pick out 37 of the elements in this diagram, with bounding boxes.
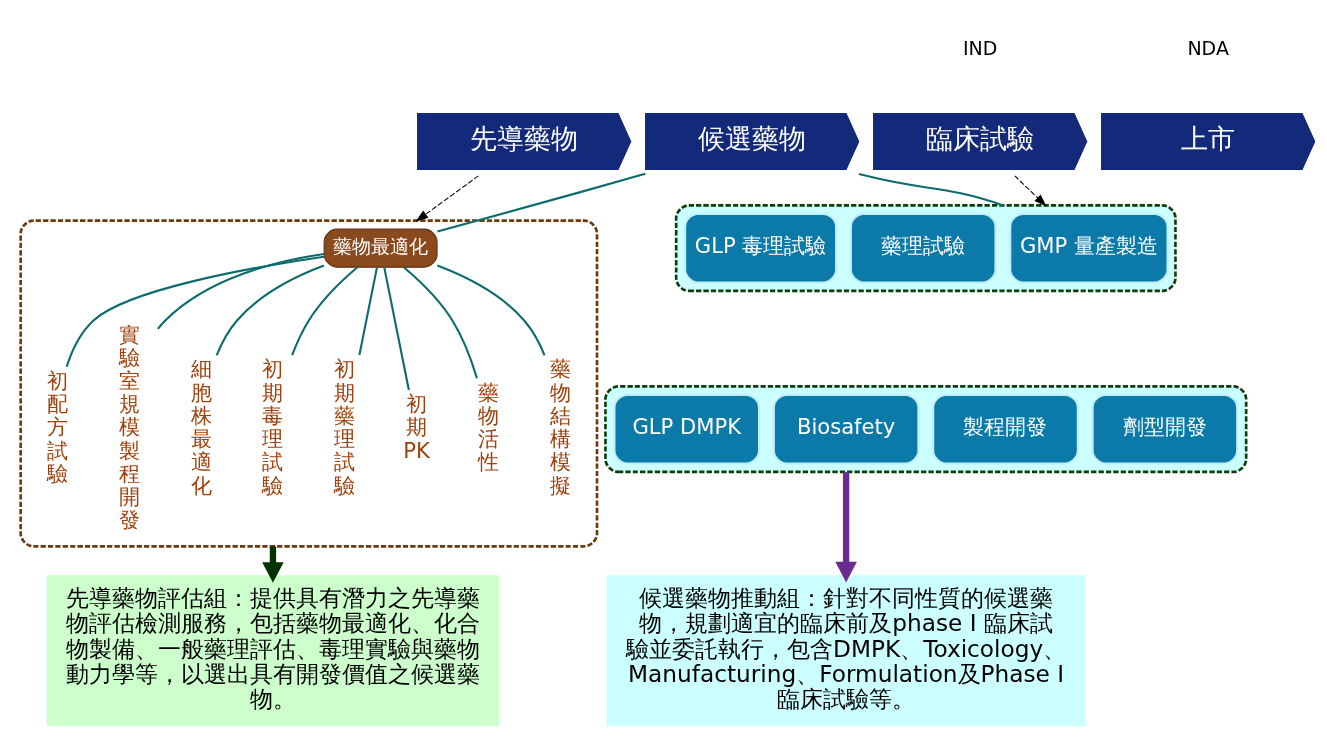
node-box: GLP 毒理試驗 xyxy=(684,212,838,283)
node-box: 候選藥物推動組：針對不同性質的候選藥物，規劃適宜的臨床前及phase I 臨床試驗並委託執行，包含DMPK、Toxicology、Manufacturing、Formulation及Phase I 臨床試驗等。 xyxy=(606,574,1086,726)
node-text: 初期毒理試驗 xyxy=(262,355,284,497)
cluster xyxy=(674,203,1177,292)
connector xyxy=(291,265,359,355)
connector xyxy=(403,265,478,379)
node-text: 初期藥理試驗 xyxy=(334,355,356,497)
node-box: GLP DMPK xyxy=(613,393,761,465)
arrow xyxy=(1014,174,1047,206)
connector xyxy=(65,255,325,367)
connector xyxy=(215,264,325,356)
cluster xyxy=(19,218,599,548)
arrow xyxy=(835,471,857,582)
connector xyxy=(157,252,324,330)
node-text: 藥物結構模擬 xyxy=(549,355,571,497)
connector xyxy=(437,172,646,233)
connector xyxy=(383,266,410,390)
node-box: Biosafety xyxy=(772,393,920,465)
cluster xyxy=(604,384,1248,473)
arrow xyxy=(262,545,284,583)
label: IND xyxy=(962,36,998,59)
connector xyxy=(858,172,1004,206)
node-text: 細胞株最適化 xyxy=(190,355,212,497)
node-box: 藥物最適化 xyxy=(323,228,438,268)
node-box: GMP 量產製造 xyxy=(1009,212,1169,283)
node-box: 劑型開發 xyxy=(1091,393,1239,465)
node-box: 製程開發 xyxy=(932,393,1079,465)
node-box: 藥理試驗 xyxy=(849,212,997,283)
node-text: 初期PK xyxy=(403,390,430,463)
node-text: 實驗室規模製程開發 xyxy=(118,321,140,532)
node-text: 初配方試驗 xyxy=(47,367,69,486)
connector xyxy=(436,264,546,356)
label: NDA xyxy=(1187,36,1229,59)
node-box: 先導藥物評估組：提供具有潛力之先導藥物評估檢測服務，包括藥物最適化、化合物製備、一般藥理評估、毒理實驗與藥物動力學等，以選出具有開發價值之候選藥物。 xyxy=(46,574,500,726)
arrow xyxy=(415,174,479,222)
connector xyxy=(358,266,378,355)
node-text: 藥物活性 xyxy=(477,379,499,474)
